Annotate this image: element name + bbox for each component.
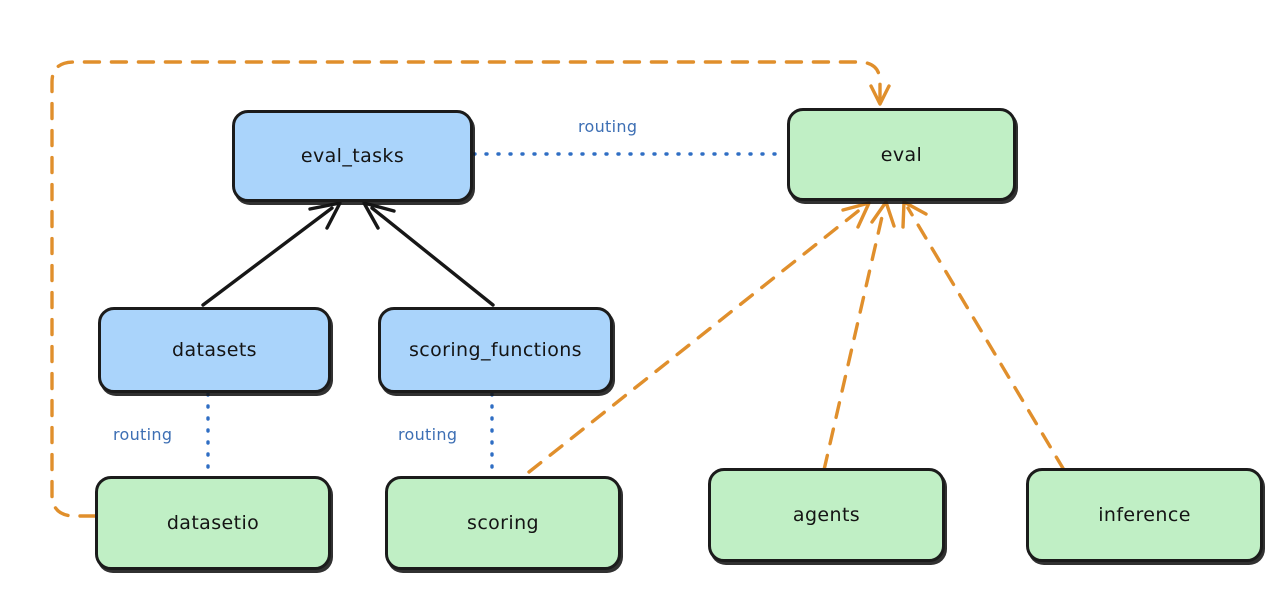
node-label: eval_tasks bbox=[300, 145, 405, 167]
node-scoring-functions[interactable]: scoring_functions bbox=[378, 307, 613, 393]
node-datasetio[interactable]: datasetio bbox=[95, 476, 331, 570]
node-label: scoring bbox=[467, 512, 539, 534]
node-label: eval bbox=[880, 143, 923, 166]
edge-label-routing-datasetio: routing bbox=[113, 425, 173, 444]
node-datasets[interactable]: datasets bbox=[98, 307, 331, 393]
node-scoring[interactable]: scoring bbox=[385, 476, 621, 570]
node-inference[interactable]: inference bbox=[1026, 468, 1263, 562]
node-label: datasetio bbox=[166, 512, 260, 534]
node-label: inference bbox=[1098, 504, 1191, 526]
node-agents[interactable]: agents bbox=[708, 468, 945, 562]
node-label: agents bbox=[792, 504, 861, 526]
edge-label-routing-scoring: routing bbox=[398, 425, 458, 444]
edge-scoring_functions-to-eval_tasks bbox=[362, 201, 495, 307]
edge-inference-to-eval bbox=[901, 200, 1066, 472]
edge-datasets-to-eval_tasks bbox=[201, 201, 342, 307]
edge-label-routing-eval: routing bbox=[578, 117, 638, 136]
node-label: datasets bbox=[172, 339, 257, 361]
edge-agents-to-eval bbox=[822, 200, 896, 472]
node-eval[interactable]: eval bbox=[787, 108, 1016, 201]
node-eval-tasks[interactable]: eval_tasks bbox=[232, 110, 473, 202]
node-label: scoring_functions bbox=[409, 339, 582, 361]
